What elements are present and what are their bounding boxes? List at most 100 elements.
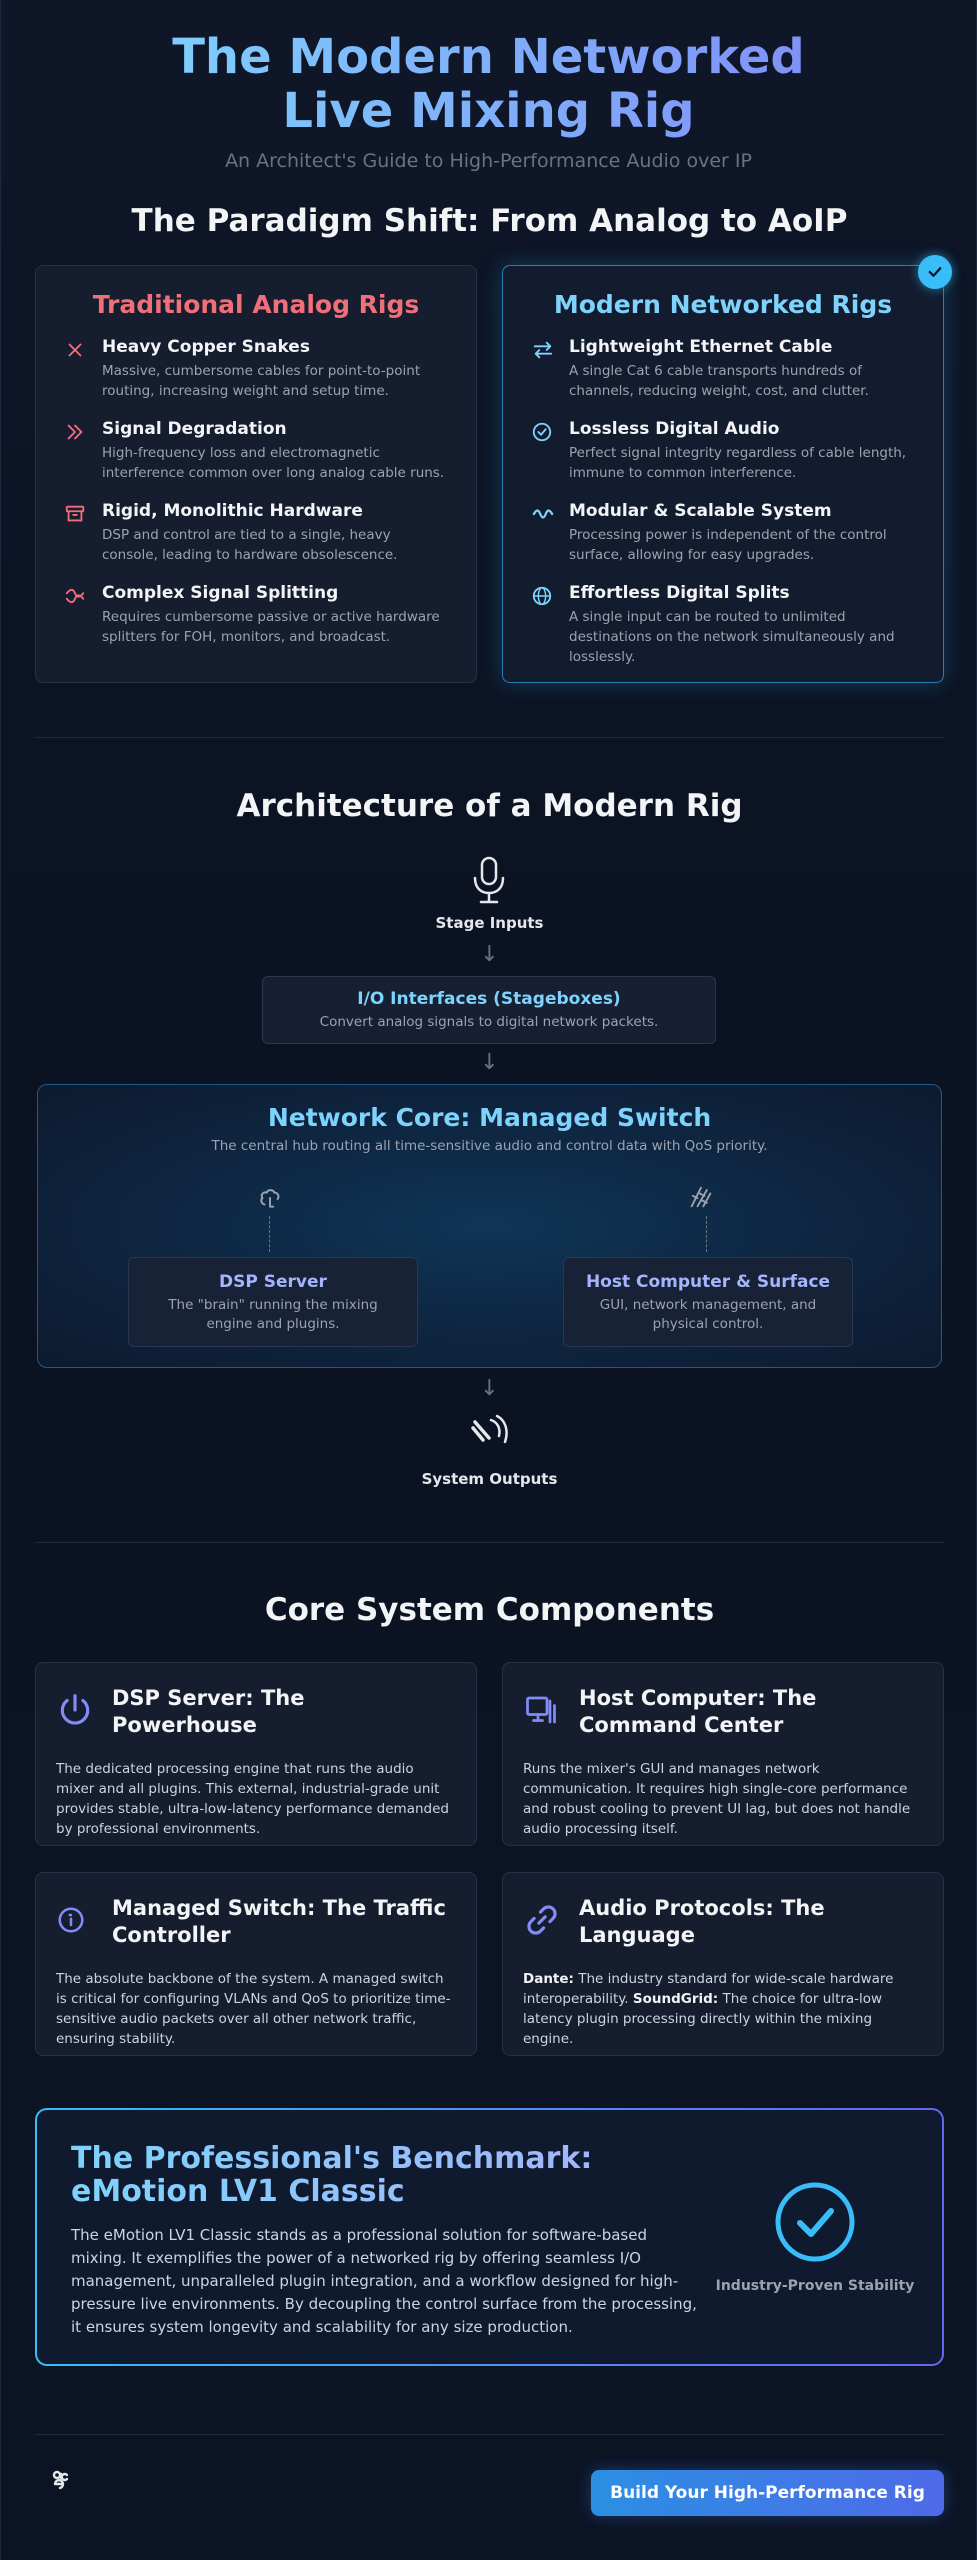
analog-item-title: Rigid, Monolithic Hardware xyxy=(102,501,363,521)
analog-item-title: Signal Degradation xyxy=(102,419,287,439)
networked-item-desc: Processing power is independent of the c… xyxy=(569,527,887,563)
analog-card-title: Traditional Analog Rigs xyxy=(92,290,420,319)
info-circle-icon xyxy=(56,1905,96,1939)
benchmark-desc: The eMotion LV1 Classic stands as a prof… xyxy=(71,2226,697,2336)
analog-item-title: Complex Signal Splitting xyxy=(102,583,339,603)
analog-item-desc: High-frequency loss and electromagnetic … xyxy=(102,445,445,481)
microphone-icon xyxy=(469,856,509,910)
switch-card-title: Managed Switch: The Traffic Controller xyxy=(112,1896,446,1947)
speaker-output-icon xyxy=(469,1412,511,1456)
power-icon xyxy=(56,1691,96,1733)
x-icon xyxy=(64,337,90,401)
double-chevron-icon xyxy=(64,419,90,483)
benchmark-title: The Professional's Benchmark: eMotion LV… xyxy=(71,2142,631,2208)
stage-inputs-label: Stage Inputs xyxy=(435,914,544,932)
io-title: I/O Interfaces (Stageboxes) xyxy=(357,989,621,1009)
analog-item: Heavy Copper Snakes Massive, cumbersome … xyxy=(64,337,448,401)
page-subtitle: An Architect's Guide to High-Performance… xyxy=(225,150,752,172)
architecture-title: Architecture of a Modern Rig xyxy=(236,788,743,824)
brand-logo-icon xyxy=(51,2468,83,2504)
networked-item: Effortless Digital Splits A single input… xyxy=(531,583,915,667)
host-computer-card: Host Computer: The Command Center Runs t… xyxy=(502,1662,944,1846)
network-core: Network Core: Managed Switch The central… xyxy=(37,1084,942,1368)
analog-item: Rigid, Monolithic Hardware DSP and contr… xyxy=(64,501,448,565)
io-desc: Convert analog signals to digital networ… xyxy=(319,1014,659,1030)
host-card-desc: Runs the mixer's GUI and manages network… xyxy=(523,1761,911,1837)
networked-item: Lossless Digital Audio Perfect signal in… xyxy=(531,419,915,483)
network-core-title: Network Core: Managed Switch xyxy=(267,1103,712,1132)
soundgrid-label: SoundGrid: xyxy=(632,1991,719,2007)
host-desc: GUI, network management, and physical co… xyxy=(599,1297,817,1332)
analog-item-desc: Massive, cumbersome cables for point-to-… xyxy=(102,363,421,399)
build-rig-button[interactable]: Build Your High-Performance Rig xyxy=(591,2470,944,2516)
hero: The Modern Networked Live Mixing Rig An … xyxy=(1,0,976,172)
components-title: Core System Components xyxy=(264,1592,715,1628)
networked-item-desc: A single input can be routed to unlimite… xyxy=(569,609,895,665)
networked-item-title: Modular & Scalable System xyxy=(569,501,832,521)
analog-item-desc: DSP and control are tied to a single, he… xyxy=(102,527,398,563)
recommended-check-badge xyxy=(918,255,952,289)
link-icon xyxy=(523,1901,563,1943)
connector-line xyxy=(269,1216,270,1252)
split-icon xyxy=(64,583,90,647)
page-title: The Modern Networked Live Mixing Rig xyxy=(109,30,869,138)
seal-label: Industry-Proven Stability xyxy=(715,2278,915,2294)
stability-seal: Industry-Proven Stability xyxy=(715,2180,915,2294)
analog-item-title: Heavy Copper Snakes xyxy=(102,337,310,357)
dsp-server-card: DSP Server: The Powerhouse The dedicated… xyxy=(35,1662,477,1846)
networked-item-title: Lossless Digital Audio xyxy=(569,419,780,439)
analog-item: Complex Signal Splitting Requires cumber… xyxy=(64,583,448,647)
connector-line xyxy=(706,1216,707,1252)
globe-icon xyxy=(531,583,557,667)
dsp-server-box: DSP Server The "brain" running the mixin… xyxy=(128,1257,418,1347)
networked-item: Modular & Scalable System Processing pow… xyxy=(531,501,915,565)
monitor-icon xyxy=(523,1692,563,1732)
host-title: Host Computer & Surface xyxy=(585,1272,831,1292)
dsp-card-title: DSP Server: The Powerhouse xyxy=(112,1686,305,1737)
host-card-title: Host Computer: The Command Center xyxy=(579,1686,817,1737)
section-divider xyxy=(35,737,944,738)
section-divider xyxy=(35,1542,944,1543)
archive-box-icon xyxy=(64,501,90,565)
dsp-title: DSP Server xyxy=(219,1272,327,1292)
brain-icon xyxy=(257,1185,283,1215)
dsp-desc: The "brain" running the mixing engine an… xyxy=(168,1297,378,1332)
analog-item: Signal Degradation High-frequency loss a… xyxy=(64,419,448,483)
paradigm-title: The Paradigm Shift: From Analog to AoIP xyxy=(131,203,848,239)
benchmark-card: The Professional's Benchmark: eMotion LV… xyxy=(35,2108,944,2366)
dante-desc: The industry standard for wide-scale har… xyxy=(523,1971,894,2007)
arrow-down-icon: ↓ xyxy=(480,942,499,967)
dante-label: Dante: xyxy=(523,1971,574,1987)
audio-protocols-card: Audio Protocols: The Language Dante: The… xyxy=(502,1872,944,2056)
modular-wave-icon xyxy=(531,501,557,565)
check-circle-icon xyxy=(531,419,557,483)
networked-item-title: Lightweight Ethernet Cable xyxy=(569,337,833,357)
sliders-icon xyxy=(687,1183,715,1215)
networked-item: Lightweight Ethernet Cable A single Cat … xyxy=(531,337,915,401)
arrow-down-icon: ↓ xyxy=(480,1376,499,1401)
soundgrid-desc: The choice for ultra-low latency plugin … xyxy=(523,1991,883,2047)
comparison: Traditional Analog Rigs Heavy Copper Sna… xyxy=(35,255,952,685)
io-interfaces-box: I/O Interfaces (Stageboxes) Convert anal… xyxy=(262,976,716,1044)
networked-item-desc: A single Cat 6 cable transports hundreds… xyxy=(569,363,869,399)
managed-switch-card: Managed Switch: The Traffic Controller T… xyxy=(35,1872,477,2056)
networked-card-title: Modern Networked Rigs xyxy=(553,290,893,319)
networked-item-title: Effortless Digital Splits xyxy=(569,583,790,603)
analog-item-desc: Requires cumbersome passive or active ha… xyxy=(102,609,440,645)
section-divider xyxy=(35,2434,944,2435)
network-core-desc: The central hub routing all time-sensiti… xyxy=(211,1138,768,1154)
protocols-card-title: Audio Protocols: The Language xyxy=(579,1896,825,1947)
swap-arrows-icon xyxy=(531,337,557,401)
switch-card-desc: The absolute backbone of the system. A m… xyxy=(56,1971,451,2047)
arrow-down-icon: ↓ xyxy=(480,1050,499,1075)
checkmark-icon xyxy=(928,267,942,277)
dsp-card-desc: The dedicated processing engine that run… xyxy=(56,1761,449,1837)
networked-item-desc: Perfect signal integrity regardless of c… xyxy=(569,445,907,481)
networked-card: Modern Networked Rigs Lightweight Ethern… xyxy=(502,265,944,683)
analog-card: Traditional Analog Rigs Heavy Copper Sna… xyxy=(35,265,477,683)
check-circle-icon xyxy=(775,2182,855,2262)
host-computer-box: Host Computer & Surface GUI, network man… xyxy=(563,1257,853,1347)
protocols-card-desc: Dante: The industry standard for wide-sc… xyxy=(523,1969,923,2049)
system-outputs-label: System Outputs xyxy=(421,1470,558,1488)
